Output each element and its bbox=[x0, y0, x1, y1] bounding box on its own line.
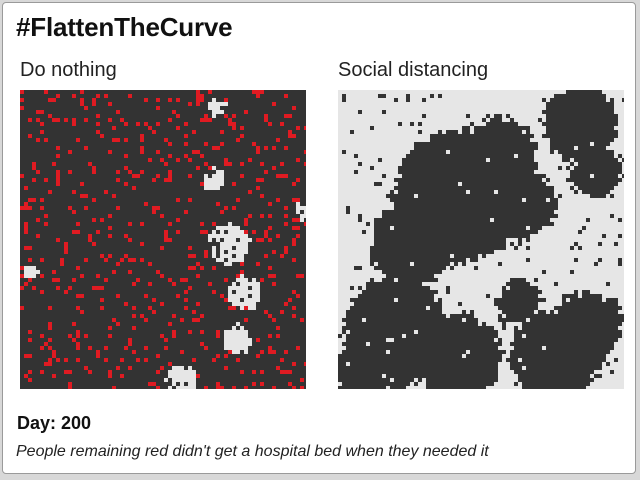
simulation-grid-do-nothing bbox=[20, 90, 306, 389]
day-value: 200 bbox=[61, 413, 92, 433]
simulation-frame: #FlattenTheCurve Do nothing Social dista… bbox=[2, 2, 636, 474]
simulation-grid-social-distancing bbox=[338, 90, 624, 389]
grid-canvas-social-distancing bbox=[338, 90, 624, 389]
day-counter: Day: 200 bbox=[17, 413, 91, 434]
panel-label-do-nothing: Do nothing bbox=[20, 59, 117, 81]
day-label: Day: bbox=[17, 413, 57, 433]
page-title: #FlattenTheCurve bbox=[16, 12, 233, 42]
panel-label-social-distancing: Social distancing bbox=[338, 59, 489, 81]
grid-canvas-do-nothing bbox=[20, 90, 306, 389]
caption: People remaining red didn't get a hospit… bbox=[16, 443, 489, 460]
